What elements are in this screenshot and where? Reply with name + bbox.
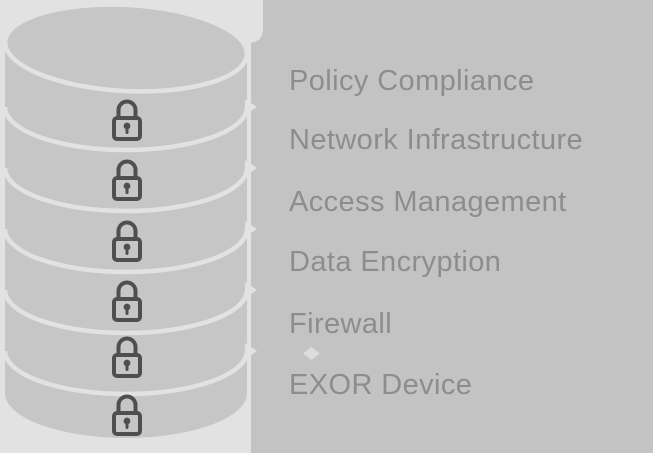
- disk-1-lid: [2, 2, 250, 107]
- pointer-icon: [245, 221, 257, 237]
- database-cylinder: [2, 2, 250, 438]
- pointer-icon: [245, 99, 257, 115]
- layer-pointers: [245, 99, 257, 359]
- diamond-icon: [303, 347, 320, 360]
- pointer-icon: [245, 160, 257, 176]
- pointer-icon: [245, 282, 257, 298]
- pointer-icon: [245, 343, 257, 359]
